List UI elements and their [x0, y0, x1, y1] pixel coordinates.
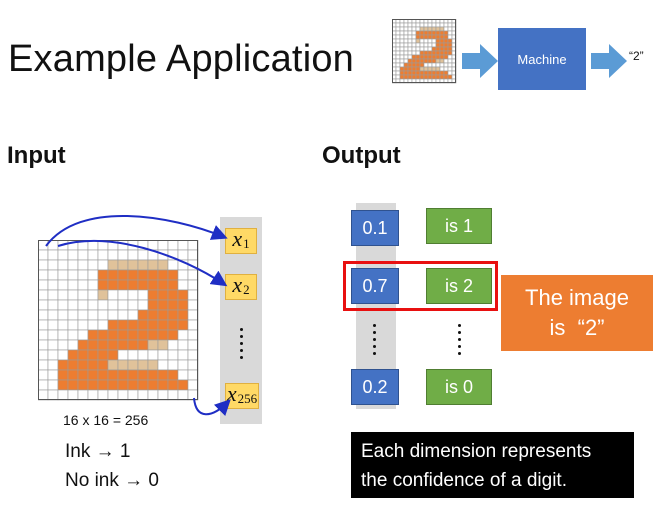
highlight-frame — [343, 261, 498, 311]
digit-grid — [38, 240, 199, 401]
vertical-ellipsis-icon — [458, 324, 462, 359]
output-value-2: 0.7 — [351, 268, 399, 304]
small-digit-grid — [392, 19, 457, 84]
ink-rule: Ink → 1 — [65, 441, 131, 462]
no-ink-rule: No ink → 0 — [65, 470, 159, 491]
machine-output-label: “2” — [629, 49, 644, 63]
grid-size-caption: 16 x 16 = 256 — [63, 412, 149, 428]
output-value-1: 0.1 — [351, 210, 399, 246]
output-label-1: is 1 — [426, 208, 492, 244]
confidence-caption: Each dimension represents the confidence… — [351, 432, 634, 498]
input-heading: Input — [7, 142, 66, 169]
output-value-3: 0.2 — [351, 369, 399, 405]
caption-line-2: the confidence of a digit. — [361, 470, 567, 491]
output-heading: Output — [322, 142, 401, 169]
vertical-ellipsis-icon — [373, 324, 377, 359]
output-label-3: is 0 — [426, 369, 492, 405]
right-arrow-icon — [462, 44, 498, 78]
output-label-2: is 2 — [426, 268, 492, 304]
result-callout-line1: The image — [525, 285, 629, 310]
vertical-ellipsis-icon — [240, 328, 244, 363]
caption-line-1: Each dimension represents — [361, 441, 592, 462]
result-callout-line2: is “2” — [549, 315, 605, 340]
right-arrow-icon — [591, 44, 627, 78]
result-callout: The image is “2” — [501, 275, 653, 351]
machine-box: Machine — [498, 28, 586, 90]
page-title: Example Application — [8, 38, 355, 80]
